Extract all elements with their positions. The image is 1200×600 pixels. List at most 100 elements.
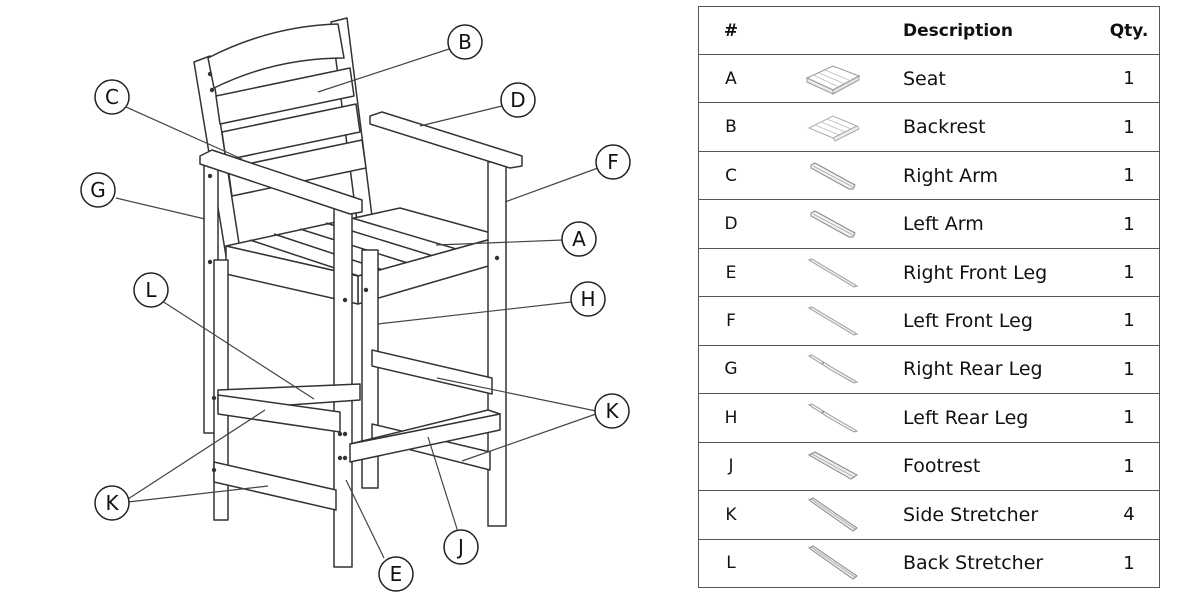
svg-text:G: G xyxy=(90,178,106,202)
part-id: L xyxy=(698,538,763,588)
part-description: Left Arm xyxy=(903,199,1099,249)
table-row: B Backrest 1 xyxy=(698,102,1160,152)
part-id: G xyxy=(698,344,763,394)
screw-dots xyxy=(207,71,500,473)
part-thumbnail xyxy=(763,296,903,346)
chair-assembly-diagram: B C D F G A L H K K J E xyxy=(80,17,631,592)
table-row: J Footrest 1 xyxy=(698,441,1160,491)
part-thumbnail xyxy=(763,150,903,200)
leg-thumb-icon xyxy=(807,257,859,288)
svg-text:B: B xyxy=(458,30,472,54)
table-row: G Right Rear Leg 1 xyxy=(698,344,1160,394)
part-id: D xyxy=(698,199,763,249)
callout-j: J xyxy=(443,529,479,565)
table-header-row: # Description Qty. xyxy=(698,6,1160,55)
callout-l: L xyxy=(133,272,169,308)
backrest-thumb-icon xyxy=(807,115,860,142)
seat-thumb-icon xyxy=(805,65,861,95)
stretcher-thumb-icon xyxy=(808,497,858,532)
arm-left xyxy=(369,111,523,169)
part-thumbnail xyxy=(763,53,903,103)
callout-k-right: K xyxy=(594,393,630,429)
part-id: E xyxy=(698,247,763,297)
side-stretcher-left-upper xyxy=(371,349,493,395)
footrest-front xyxy=(349,413,501,463)
part-qty: 1 xyxy=(1099,296,1160,346)
part-description: Back Stretcher xyxy=(903,538,1099,588)
header-qty: Qty. xyxy=(1099,6,1160,55)
part-qty: 1 xyxy=(1099,393,1160,443)
part-thumbnail xyxy=(763,393,903,443)
part-description: Side Stretcher xyxy=(903,490,1099,540)
table-row: C Right Arm 1 xyxy=(698,150,1160,200)
table-row: F Left Front Leg 1 xyxy=(698,296,1160,346)
chair-illustration xyxy=(193,17,523,568)
callout-b: B xyxy=(447,24,483,60)
table-row: K Side Stretcher 4 xyxy=(698,490,1160,540)
rear-leg-thumb-icon xyxy=(807,403,859,433)
front-leg-left xyxy=(487,161,507,527)
part-description: Left Front Leg xyxy=(903,296,1099,346)
table-row: H Left Rear Leg 1 xyxy=(698,393,1160,443)
svg-text:D: D xyxy=(510,88,525,112)
part-description: Left Rear Leg xyxy=(903,393,1099,443)
svg-text:C: C xyxy=(105,85,119,109)
part-qty: 1 xyxy=(1099,102,1160,152)
part-description: Right Arm xyxy=(903,150,1099,200)
callout-k-left: K xyxy=(94,485,130,521)
svg-text:L: L xyxy=(145,278,157,302)
part-id: C xyxy=(698,150,763,200)
part-thumbnail xyxy=(763,102,903,152)
part-thumbnail xyxy=(763,490,903,540)
svg-text:A: A xyxy=(572,227,586,251)
svg-text:F: F xyxy=(607,150,619,174)
svg-text:E: E xyxy=(390,562,403,586)
table-row: E Right Front Leg 1 xyxy=(698,247,1160,297)
header-thumb xyxy=(763,6,903,55)
stretcher-thumb-icon xyxy=(808,545,858,580)
callout-e: E xyxy=(378,556,414,592)
part-id: F xyxy=(698,296,763,346)
side-stretcher-right-lower xyxy=(213,461,337,511)
part-qty: 1 xyxy=(1099,53,1160,103)
callout-h: H xyxy=(570,281,606,317)
part-qty: 1 xyxy=(1099,247,1160,297)
rear-leg-thumb-icon xyxy=(807,354,859,384)
part-id: J xyxy=(698,441,763,491)
part-qty: 1 xyxy=(1099,344,1160,394)
callout-d: D xyxy=(500,82,536,118)
table-row: D Left Arm 1 xyxy=(698,199,1160,249)
part-thumbnail xyxy=(763,344,903,394)
part-id: A xyxy=(698,53,763,103)
table-row: L Back Stretcher 1 xyxy=(698,538,1160,588)
part-id: K xyxy=(698,490,763,540)
part-qty: 1 xyxy=(1099,150,1160,200)
svg-text:K: K xyxy=(605,399,619,423)
part-description: Footrest xyxy=(903,441,1099,491)
arm-right xyxy=(199,149,363,215)
backrest-slat-1 xyxy=(215,67,355,125)
svg-text:K: K xyxy=(105,491,119,515)
part-qty: 1 xyxy=(1099,199,1160,249)
part-thumbnail xyxy=(763,247,903,297)
part-description: Seat xyxy=(903,53,1099,103)
callout-c: C xyxy=(94,79,130,115)
callout-g: G xyxy=(80,172,116,208)
backrest-top-rail xyxy=(207,23,345,89)
callout-labels: B C D F G A L H K K J E xyxy=(80,24,631,592)
part-thumbnail xyxy=(763,441,903,491)
header-description: Description xyxy=(903,6,1099,55)
callout-f: F xyxy=(595,144,631,180)
svg-text:J: J xyxy=(456,535,464,559)
part-qty: 4 xyxy=(1099,490,1160,540)
part-id: H xyxy=(698,393,763,443)
part-qty: 1 xyxy=(1099,441,1160,491)
part-qty: 1 xyxy=(1099,538,1160,588)
table-row: A Seat 1 xyxy=(698,53,1160,103)
part-thumbnail xyxy=(763,538,903,588)
callout-a: A xyxy=(561,221,597,257)
part-thumbnail xyxy=(763,199,903,249)
part-description: Right Rear Leg xyxy=(903,344,1099,394)
part-description: Right Front Leg xyxy=(903,247,1099,297)
svg-text:H: H xyxy=(580,287,595,311)
